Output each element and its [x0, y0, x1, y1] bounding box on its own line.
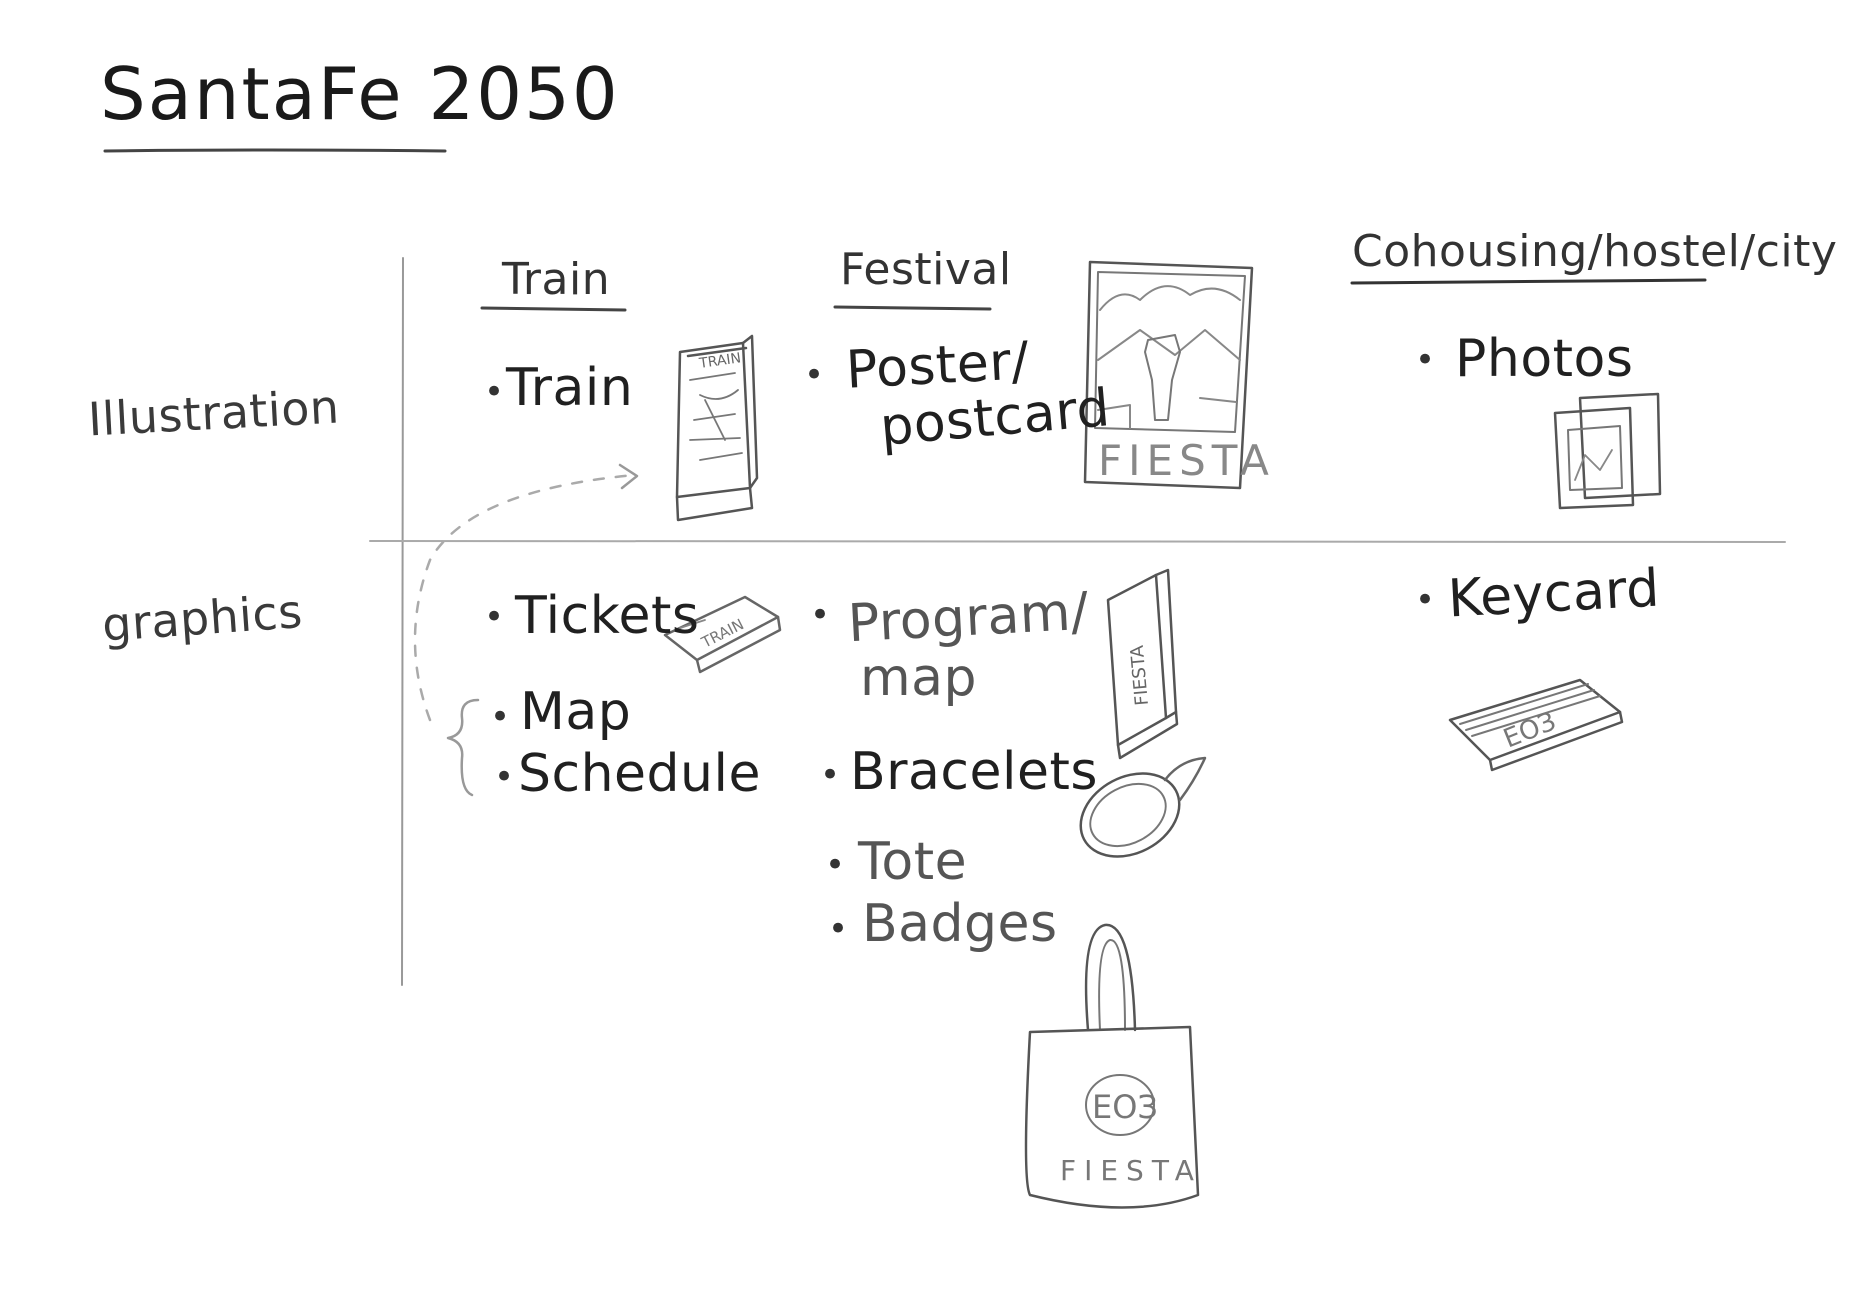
train-poster-text: TRAIN: [697, 350, 742, 372]
row-label-illustration: Illustration: [86, 379, 341, 447]
item-keycard: Keycard: [1446, 558, 1662, 630]
item-badges: Badges: [862, 894, 1058, 954]
dashed-arrow: [413, 473, 637, 722]
title-underline: [103, 148, 447, 153]
grid-vertical-line: [401, 257, 404, 986]
bullet-keycard: •: [1415, 580, 1436, 620]
festival-underline: [833, 305, 992, 311]
item-map: Map: [520, 682, 632, 742]
item-photos: Photos: [1455, 329, 1634, 389]
bullet-train: •: [484, 372, 505, 412]
item-bracelets: Bracelets: [850, 742, 1098, 802]
item-tickets: Tickets: [515, 586, 700, 646]
bullet-program: •: [810, 595, 831, 635]
item-tote: Tote: [858, 832, 968, 892]
fiesta-program-text: FIESTA: [1127, 644, 1153, 707]
fiesta-poster-sketch: FIESTA: [1083, 260, 1275, 490]
item-schedule: Schedule: [518, 744, 761, 804]
fiesta-program-sketch: FIESTA: [1106, 568, 1179, 760]
grid-horizontal-line: [369, 540, 1786, 543]
page-title: SantaFe 2050: [100, 52, 620, 136]
bullet-bracelets: •: [820, 755, 841, 795]
photos-sketch: [1553, 392, 1662, 510]
tote-logo-text: ЕОЗ: [1092, 1088, 1158, 1126]
tote-sketch: ЕОЗ FIESTA: [1024, 923, 1202, 1209]
item-train: Train: [506, 358, 634, 418]
column-header-cohousing: Cohousing/hostel/city: [1352, 226, 1838, 277]
brace: [446, 698, 480, 797]
fiesta-poster-text: FIESTA: [1098, 436, 1275, 485]
column-header-festival: Festival: [840, 244, 1012, 295]
bullet-map: •: [490, 697, 511, 737]
bullet-tote: •: [825, 845, 846, 885]
row-label-graphics: graphics: [100, 584, 305, 652]
bracelet-sketch: [1079, 756, 1207, 858]
item-program-line2: map: [860, 648, 978, 708]
bullet-schedule: •: [494, 757, 515, 797]
item-program-line1: Program/: [846, 581, 1091, 655]
bullet-poster: •: [804, 355, 825, 395]
train-underline: [480, 306, 627, 312]
bullet-tickets: •: [484, 597, 505, 637]
keycard-sketch: ЕОЗ: [1448, 678, 1624, 772]
bullet-badges: •: [828, 909, 849, 949]
train-poster-sketch: TRAIN: [675, 334, 759, 522]
dashed-arrow-head: [618, 463, 639, 490]
cohousing-underline: [1350, 278, 1707, 285]
tote-label-text: FIESTA: [1060, 1154, 1202, 1187]
bullet-photos: •: [1415, 340, 1436, 380]
column-header-train: Train: [502, 254, 611, 305]
